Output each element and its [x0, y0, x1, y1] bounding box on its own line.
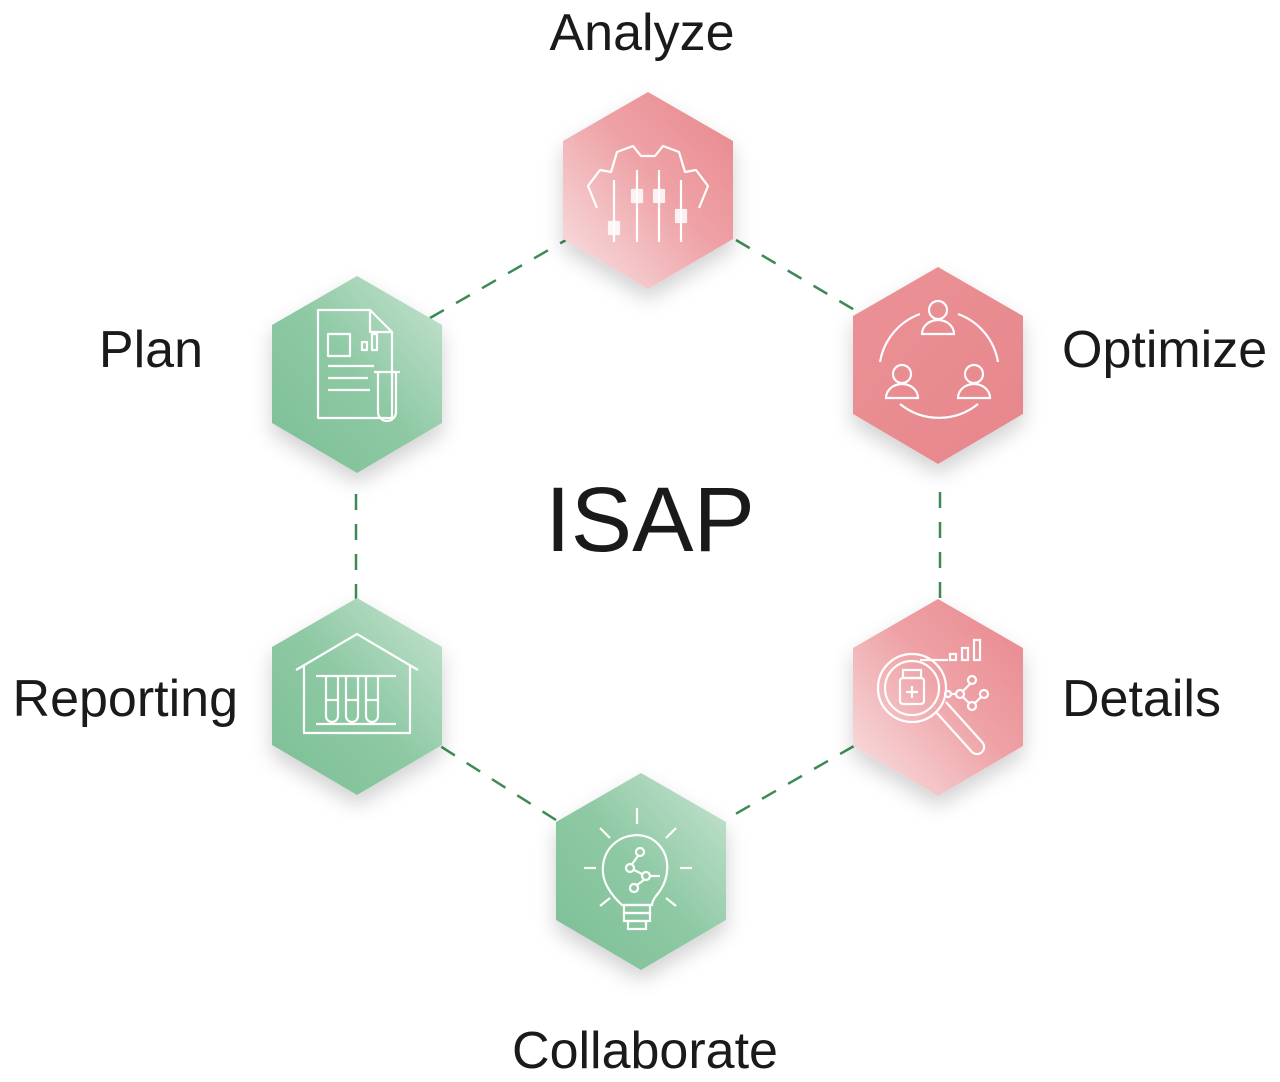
people-cycle-icon	[878, 299, 1000, 419]
node-reporting[interactable]: Reporting	[13, 598, 442, 795]
reporting-label: Reporting	[13, 670, 238, 728]
node-optimize[interactable]: Optimize	[853, 267, 1267, 464]
node-plan[interactable]: Plan	[99, 276, 442, 473]
connector-collaborate-reporting	[439, 744, 557, 822]
test-tubes-house-icon	[295, 632, 419, 735]
collaborate-hexagon	[556, 773, 726, 970]
connector-analyze-optimize	[735, 238, 859, 314]
magnifier-molecule-icon	[876, 638, 990, 756]
center-title: ISAP	[545, 469, 755, 571]
optimize-hexagon	[853, 267, 1023, 464]
connector-lines	[354, 238, 942, 822]
gear-sliders-icon	[586, 144, 710, 242]
analyze-hexagon	[563, 92, 733, 289]
optimize-label: Optimize	[1062, 321, 1267, 379]
node-analyze[interactable]: Analyze	[550, 4, 735, 289]
connector-plan-analyze	[429, 238, 567, 320]
node-collaborate[interactable]: Collaborate	[512, 773, 778, 1080]
plan-hexagon	[272, 276, 442, 473]
details-label: Details	[1062, 670, 1221, 728]
plan-label: Plan	[99, 321, 203, 379]
connector-details-collaborate	[724, 744, 855, 822]
lightbulb-molecule-icon	[584, 808, 692, 931]
analyze-label: Analyze	[550, 4, 735, 62]
document-tube-icon	[316, 308, 400, 423]
node-details[interactable]: Details	[853, 599, 1221, 796]
collaborate-label: Collaborate	[512, 1022, 778, 1080]
